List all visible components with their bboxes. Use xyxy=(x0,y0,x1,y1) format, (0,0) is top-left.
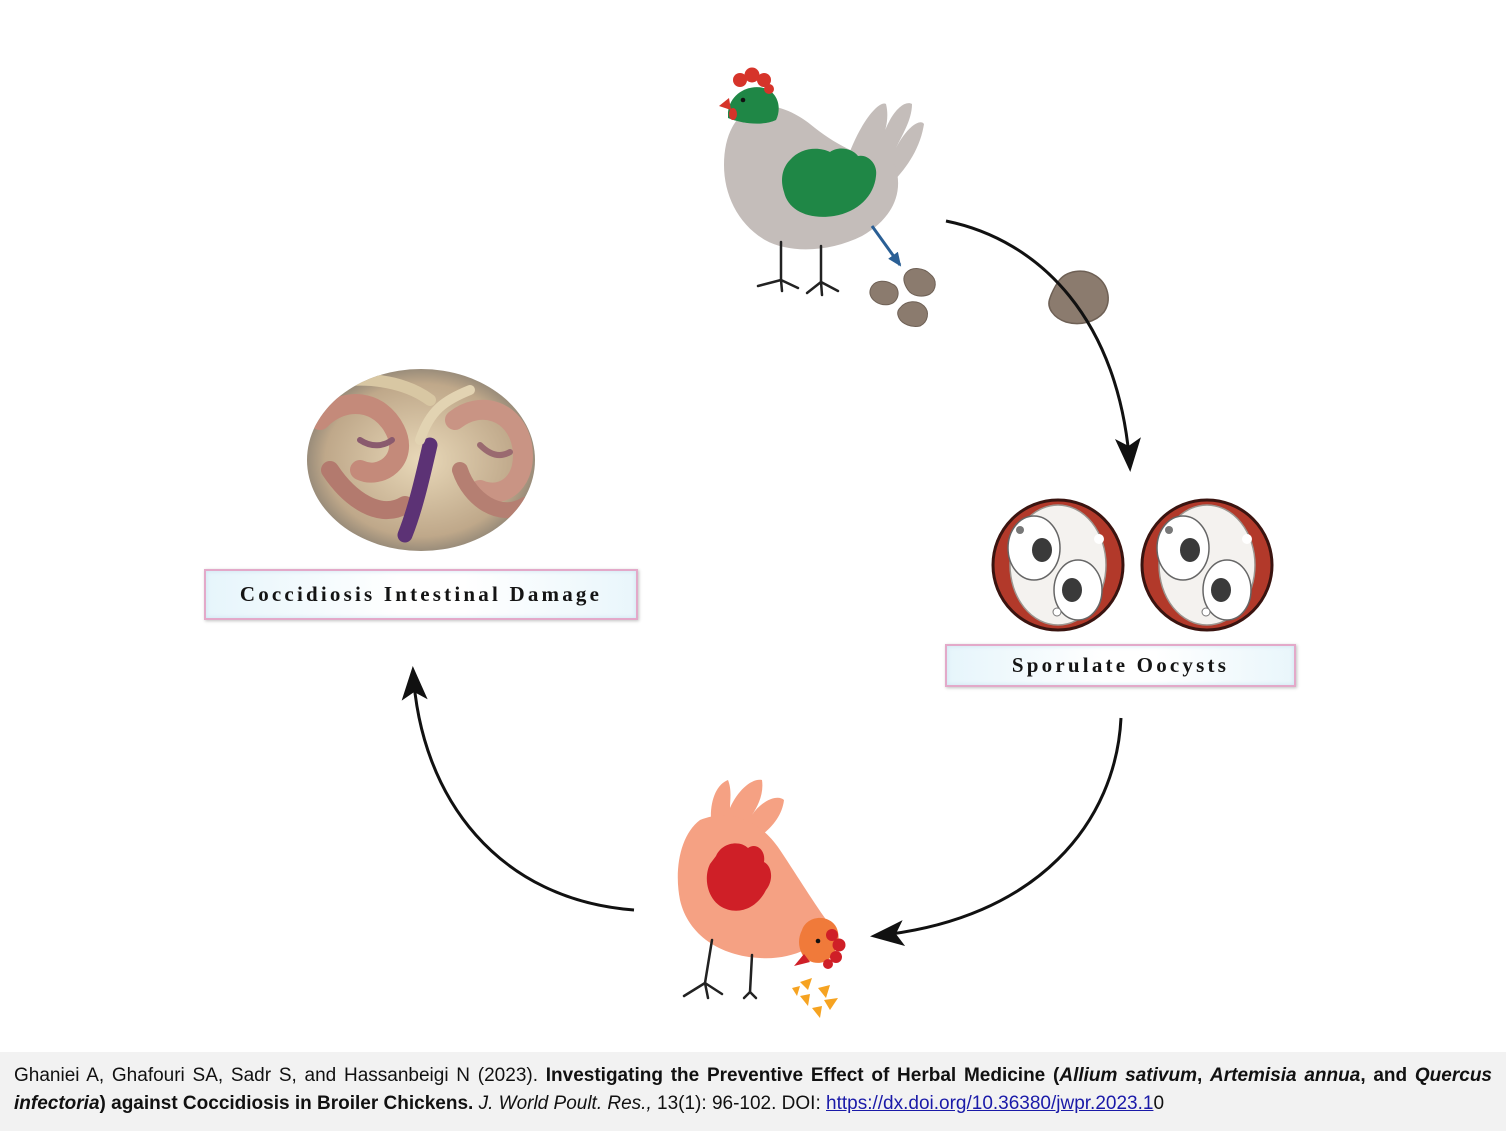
oocyst-icon-right xyxy=(1140,498,1274,632)
doi-link[interactable]: https://dx.doi.org/10.36380/jwpr.2023.1 xyxy=(826,1093,1154,1114)
citation-sep2: , and xyxy=(1360,1065,1415,1086)
label-intestinal-damage-text: Coccidiosis Intestinal Damage xyxy=(239,582,603,606)
label-sporulate-oocysts: Sporulate Oocysts xyxy=(945,644,1296,687)
dropping-arrow xyxy=(870,225,902,267)
citation-doi-tail: 0 xyxy=(1153,1093,1165,1114)
feeding-hen-comb xyxy=(823,929,846,969)
citation-sep1: , xyxy=(1196,1065,1211,1086)
arrow-hen-to-damage xyxy=(401,666,635,912)
oocyst-icon-left xyxy=(991,498,1125,632)
droppings-icon xyxy=(869,268,936,327)
citation-species1: Allium sativum xyxy=(1059,1065,1197,1086)
intestine-photo-icon xyxy=(307,369,535,551)
arrow-oocysts-to-hen xyxy=(870,717,1123,947)
feeding-hen-icon xyxy=(677,779,846,1000)
citation-species2: Artemisia annua xyxy=(1210,1065,1361,1086)
grain-icon xyxy=(792,978,838,1018)
droppings-icon-large xyxy=(1048,270,1109,325)
citation: Ghaniei A, Ghafouri SA, Sadr S, and Hass… xyxy=(0,1052,1506,1131)
citation-species3: Quercus infectoria xyxy=(14,1065,1492,1114)
citation-volume: 13(1): 96-102. DOI: xyxy=(651,1093,826,1114)
hen-comb xyxy=(733,67,774,94)
label-sporulate-oocysts-text: Sporulate Oocysts xyxy=(1011,653,1230,677)
arrow-feces-to-oocysts xyxy=(945,219,1141,472)
citation-title-part2: ) against Coccidiosis in Broiler Chicken… xyxy=(99,1093,474,1114)
life-cycle-diagram xyxy=(307,67,1274,1018)
label-intestinal-damage: Coccidiosis Intestinal Damage xyxy=(204,569,638,620)
citation-authors: Ghaniei A, Ghafouri SA, Sadr S, and Hass… xyxy=(14,1065,546,1086)
citation-journal: J. World Poult. Res., xyxy=(478,1093,652,1114)
hen-icon xyxy=(719,67,924,297)
citation-title-part1: Investigating the Preventive Effect of H… xyxy=(545,1065,1060,1086)
